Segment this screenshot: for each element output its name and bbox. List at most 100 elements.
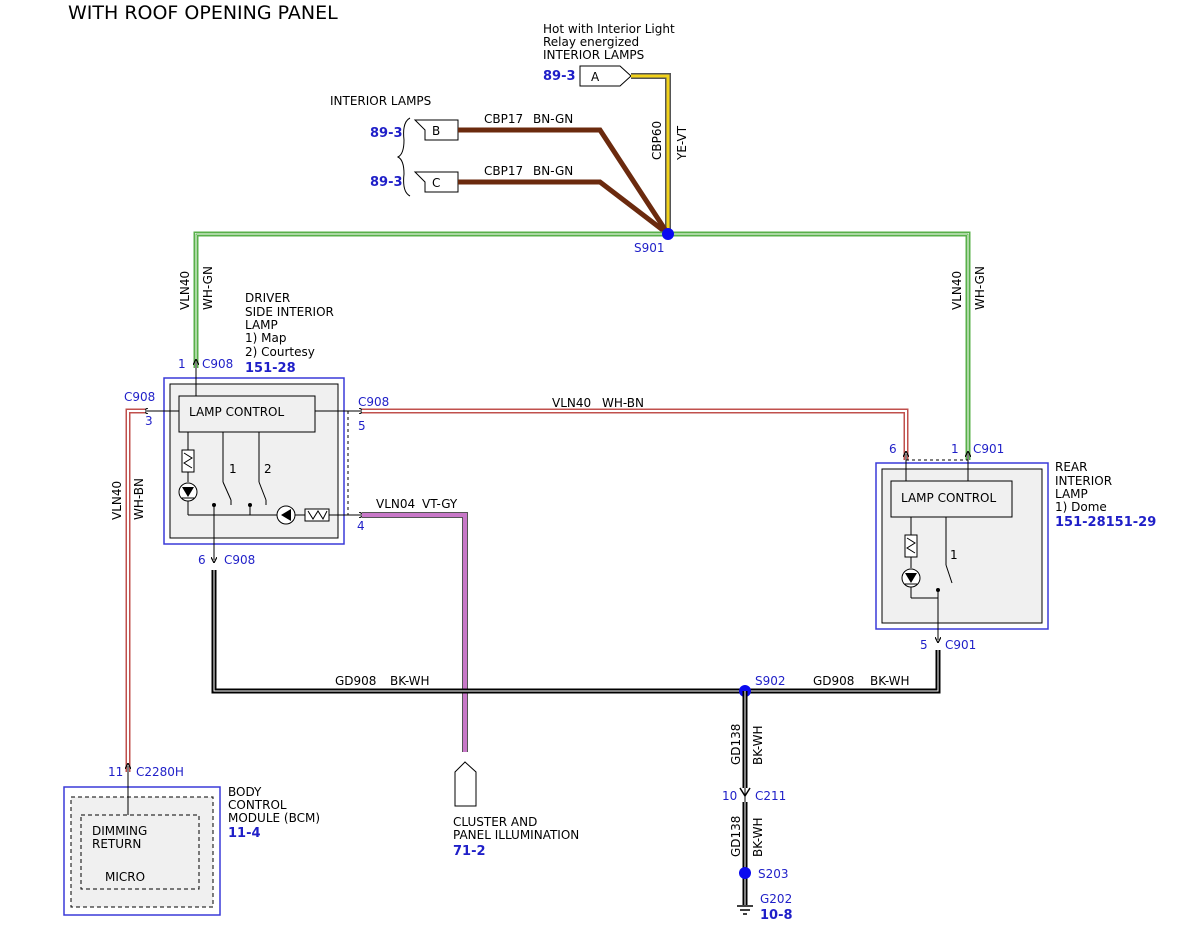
- pin6-num: 6: [198, 553, 206, 567]
- rear-pin6-num: 6: [889, 442, 897, 456]
- rear-lamp-line3: LAMP: [1055, 487, 1088, 501]
- gd138-lower-circuit: GD138: [729, 816, 743, 857]
- bcm-pin-num: 11: [108, 765, 123, 779]
- connector-a: A: [579, 65, 632, 87]
- cluster-line2: PANEL ILLUMINATION: [453, 828, 579, 842]
- driver-lamp-line3: LAMP: [245, 318, 278, 332]
- splice-s902-label: S902: [755, 674, 786, 688]
- driver-lamp-line1: DRIVER: [245, 291, 290, 305]
- bcm-micro: MICRO: [105, 870, 145, 884]
- splice-s203-label: S203: [758, 867, 789, 881]
- gd138-upper-circuit: GD138: [729, 724, 743, 765]
- bcm-pin-conn: C2280H: [136, 765, 184, 779]
- splice-s901-label: S901: [634, 241, 665, 255]
- wire-vln40-wh-bn: [362, 408, 909, 460]
- wire-cbp17-b: [458, 127, 671, 236]
- bcm-line1: BODY: [228, 785, 262, 799]
- driver-lamp-line2: SIDE INTERIOR: [245, 305, 334, 319]
- cbp60-circuit: CBP60: [650, 121, 664, 160]
- driver-lamp-line4: 1) Map: [245, 331, 286, 345]
- gd908-right-color: BK-WH: [870, 674, 910, 688]
- rear-lamp-ref: 151-28151-29: [1055, 515, 1156, 530]
- rear-lamp-line1: REAR: [1055, 460, 1087, 474]
- vln04-circuit: VLN04: [376, 497, 415, 511]
- gd138-lower-color: BK-WH: [751, 817, 765, 857]
- rear-pin1-num: 1: [951, 442, 959, 456]
- driver-lamp-control-box: [178, 395, 316, 433]
- connector-b: B: [413, 119, 459, 141]
- pin6-conn: C908: [224, 553, 255, 567]
- rear-lamp-control-box: [890, 480, 1013, 518]
- ground-name: G202: [760, 892, 792, 906]
- cbp60-color: YE-VT: [675, 125, 689, 161]
- rear-pin1-conn: C901: [973, 442, 1004, 456]
- cbp17-b-color: BN-GN: [533, 112, 573, 126]
- vln40-right-color: WH-GN: [973, 266, 987, 310]
- c211-conn: C211: [755, 789, 786, 803]
- cbp17-b-circuit: CBP17: [484, 112, 523, 126]
- connector-c-ref: 89-3: [370, 175, 403, 190]
- ground-symbol: [737, 905, 753, 915]
- bcm-ref: 11-4: [228, 826, 261, 841]
- hot-note-line1: Hot with Interior Light: [543, 22, 675, 36]
- bcm-inner2: RETURN: [92, 837, 141, 851]
- diagram-title: WITH ROOF OPENING PANEL: [68, 2, 338, 24]
- bcm-line3: MODULE (BCM): [228, 811, 320, 825]
- vln40-left-circuit: VLN40: [178, 271, 192, 310]
- gd138-upper-color: BK-WH: [751, 725, 765, 765]
- vln40-mid-circuit: VLN40: [552, 396, 591, 410]
- gd908-left-circuit: GD908: [335, 674, 376, 688]
- driver-lamp-ref: 151-28: [245, 361, 296, 376]
- vln40-bcm-color: WH-BN: [132, 478, 146, 520]
- connector-c-letter: C: [432, 176, 440, 190]
- connector-a-ref: 89-3: [543, 69, 576, 84]
- bcm-line2: CONTROL: [228, 798, 287, 812]
- wire-cbp60: [631, 73, 671, 234]
- hot-note-line2: Relay energized: [543, 35, 639, 49]
- pin1-num: 1: [178, 357, 186, 371]
- rear-switch1-label: 1: [950, 548, 958, 562]
- wire-vln40-wh-gn: [193, 231, 971, 460]
- wire-vln04: [362, 512, 468, 752]
- splice-s901-dot: [662, 228, 674, 240]
- gd908-right-circuit: GD908: [813, 674, 854, 688]
- connector-c: C: [413, 171, 459, 193]
- vln04-color: VT-GY: [422, 497, 458, 511]
- wire-vln40-bcm: [125, 408, 145, 772]
- cluster-line1: CLUSTER AND: [453, 815, 537, 829]
- ground-ref: 10-8: [760, 908, 793, 923]
- cbp17-c-circuit: CBP17: [484, 164, 523, 178]
- bcm-module: [63, 766, 221, 916]
- pin4-num: 4: [357, 519, 365, 533]
- rear-pin5-num: 5: [920, 638, 928, 652]
- rear-pin5-conn: C901: [945, 638, 976, 652]
- rear-lamp-module: LAMP CONTROL: [875, 454, 1049, 640]
- driver-switch1-label: 1: [229, 462, 237, 476]
- rear-lamp-line2: INTERIOR: [1055, 474, 1112, 488]
- vln40-mid-color: WH-BN: [602, 396, 644, 410]
- c211-num: 10: [722, 789, 737, 803]
- bcm-inner1: DIMMING: [92, 824, 147, 838]
- interior-lamps-label: INTERIOR LAMPS: [330, 94, 431, 108]
- connector-b-letter: B: [432, 124, 440, 138]
- cluster-ref: 71-2: [453, 844, 486, 859]
- driver-switch2-label: 2: [264, 462, 272, 476]
- rear-lamp-line4: 1) Dome: [1055, 500, 1107, 514]
- hot-note-line3: INTERIOR LAMPS: [543, 48, 644, 62]
- connector-a-letter: A: [591, 70, 600, 84]
- splice-s203-dot: [739, 867, 751, 879]
- connector-brace: [396, 117, 411, 197]
- connector-b-ref: 89-3: [370, 126, 403, 141]
- cbp17-c-color: BN-GN: [533, 164, 573, 178]
- pin3-num: 3: [145, 414, 153, 428]
- wire-cbp17-c: [458, 179, 670, 236]
- driver-lamp-line5: 2) Courtesy: [245, 345, 315, 359]
- gd908-left-color: BK-WH: [390, 674, 430, 688]
- driver-lamp-internals: [178, 432, 348, 525]
- pin5-conn: C908: [358, 395, 389, 409]
- rear-lamp-control-label: LAMP CONTROL: [901, 491, 996, 505]
- wire-gd908: [211, 570, 941, 694]
- pin5-num: 5: [358, 419, 366, 433]
- pin1-conn: C908: [202, 357, 233, 371]
